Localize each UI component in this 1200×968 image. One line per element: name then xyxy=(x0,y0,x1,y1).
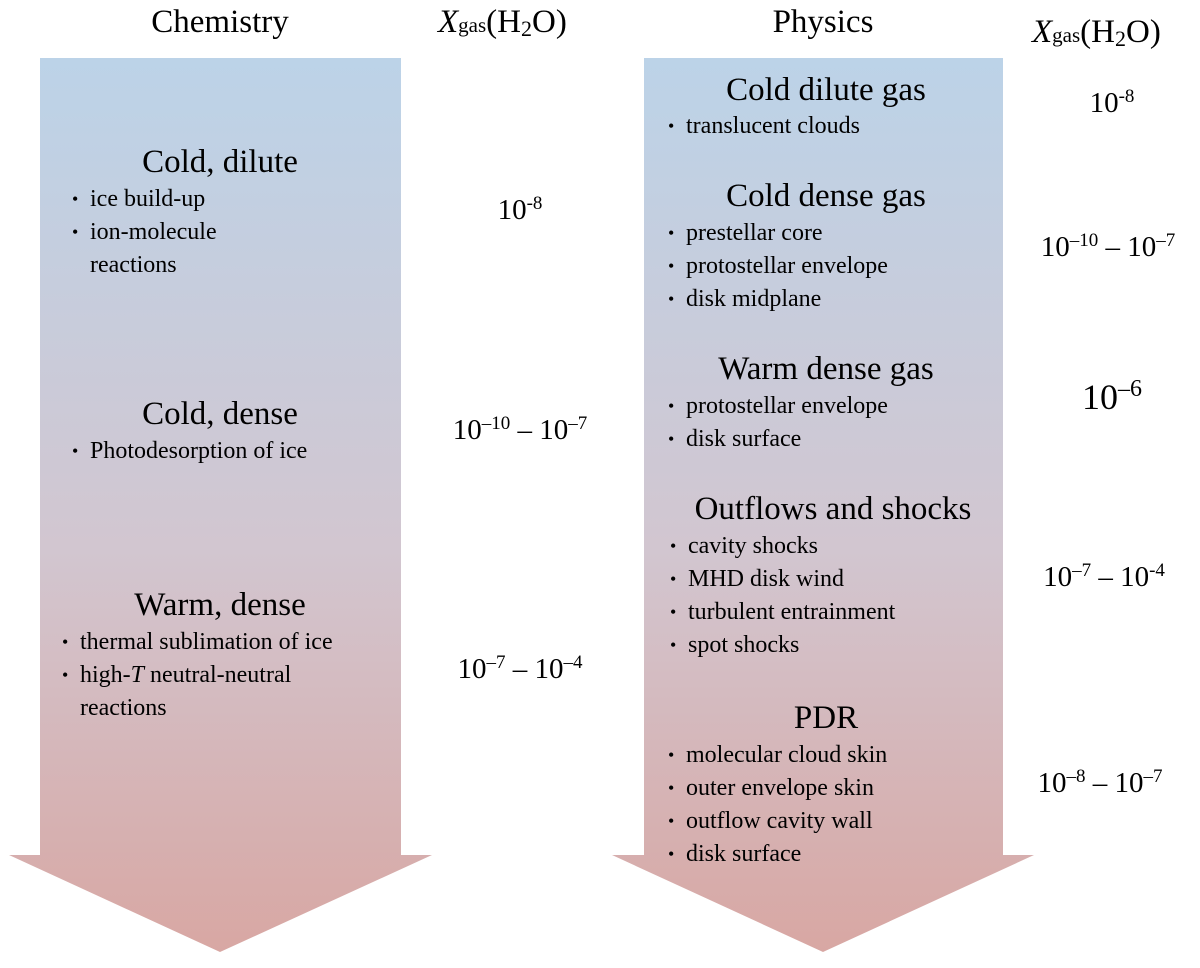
bullet-list: Photodesorption of ice xyxy=(70,435,390,468)
phys-section-outflows-shocks: Outflows and shocks cavity shocks MHD di… xyxy=(668,491,1008,662)
section-title: Cold, dense xyxy=(142,396,298,432)
bullet-list: ice build-up ion-molecule reactions xyxy=(70,183,390,282)
chem-section-cold-dilute: Cold, dilute ice build-up ion-molecule r… xyxy=(70,144,390,282)
phys-section-cold-dilute-gas: Cold dilute gas translucent clouds xyxy=(666,72,1006,143)
phys-abundance-cold-dilute-gas: 10-8 xyxy=(1089,86,1135,119)
list-item: turbulent entrainment xyxy=(668,596,1008,629)
phys-section-warm-dense-gas: Warm dense gas protostellar envelope dis… xyxy=(666,351,1006,456)
list-item: translucent clouds xyxy=(666,110,1006,143)
bullet-list: protostellar envelope disk surface xyxy=(666,390,1006,456)
bullet-list: thermal sublimation of ice high-T neutra… xyxy=(60,626,380,725)
list-item: ice build-up xyxy=(70,183,390,216)
list-item: disk surface xyxy=(666,838,1006,871)
list-item: disk surface xyxy=(666,423,1006,456)
chemistry-header: Chemistry xyxy=(151,4,289,40)
bullet-list: prestellar core protostellar envelope di… xyxy=(666,217,1006,316)
section-title: Cold dilute gas xyxy=(726,72,926,108)
physics-header: Physics xyxy=(772,4,874,40)
section-title: Cold, dilute xyxy=(142,144,298,180)
physics-xgas-header: Xgas(H2O) xyxy=(1032,14,1161,51)
section-title: Outflows and shocks xyxy=(694,491,972,527)
list-item: prestellar core xyxy=(666,217,1006,250)
list-item: protostellar envelope xyxy=(666,390,1006,423)
bullet-list: translucent clouds xyxy=(666,110,1006,143)
phys-section-pdr: PDR molecular cloud skin outer envelope … xyxy=(666,700,1006,871)
phys-abundance-warm-dense-gas: 10–6 xyxy=(1082,376,1142,417)
list-item: cavity shocks xyxy=(668,530,1008,563)
chem-abundance-warm-dense: 10–7 – 10–4 xyxy=(457,652,583,685)
chem-abundance-cold-dense: 10–10 – 10–7 xyxy=(452,413,588,446)
phys-section-cold-dense-gas: Cold dense gas prestellar core protostel… xyxy=(666,178,1006,316)
chem-section-cold-dense: Cold, dense Photodesorption of ice xyxy=(70,396,390,468)
list-item: Photodesorption of ice xyxy=(70,435,390,468)
chem-section-warm-dense: Warm, dense thermal sublimation of ice h… xyxy=(60,587,380,725)
section-title: Cold dense gas xyxy=(726,178,926,214)
list-item: spot shocks xyxy=(668,629,1008,662)
bullet-list: molecular cloud skin outer envelope skin… xyxy=(666,739,1006,871)
phys-abundance-pdr: 10–8 – 10–7 xyxy=(1037,766,1163,799)
chem-abundance-cold-dilute: 10-8 xyxy=(497,193,543,226)
bullet-list: cavity shocks MHD disk wind turbulent en… xyxy=(668,530,1008,662)
list-item: thermal sublimation of ice xyxy=(60,626,370,659)
chemistry-xgas-header: Xgas(H2O) xyxy=(438,4,567,41)
list-item: protostellar envelope xyxy=(666,250,1006,283)
list-item: MHD disk wind xyxy=(668,563,1008,596)
section-title: Warm dense gas xyxy=(718,351,934,387)
section-title: Warm, dense xyxy=(134,587,306,623)
section-title: PDR xyxy=(793,700,859,736)
list-item: disk midplane xyxy=(666,283,1006,316)
list-item: high-T neutral-neutral reactions xyxy=(60,659,370,725)
phys-abundance-outflows-shocks: 10–7 – 10-4 xyxy=(1043,560,1165,593)
list-item: outflow cavity wall xyxy=(666,805,1006,838)
list-item: ion-molecule reactions xyxy=(70,216,270,282)
list-item: outer envelope skin xyxy=(666,772,1006,805)
phys-abundance-cold-dense-gas: 10–10 – 10–7 xyxy=(1040,230,1176,263)
list-item: molecular cloud skin xyxy=(666,739,1006,772)
